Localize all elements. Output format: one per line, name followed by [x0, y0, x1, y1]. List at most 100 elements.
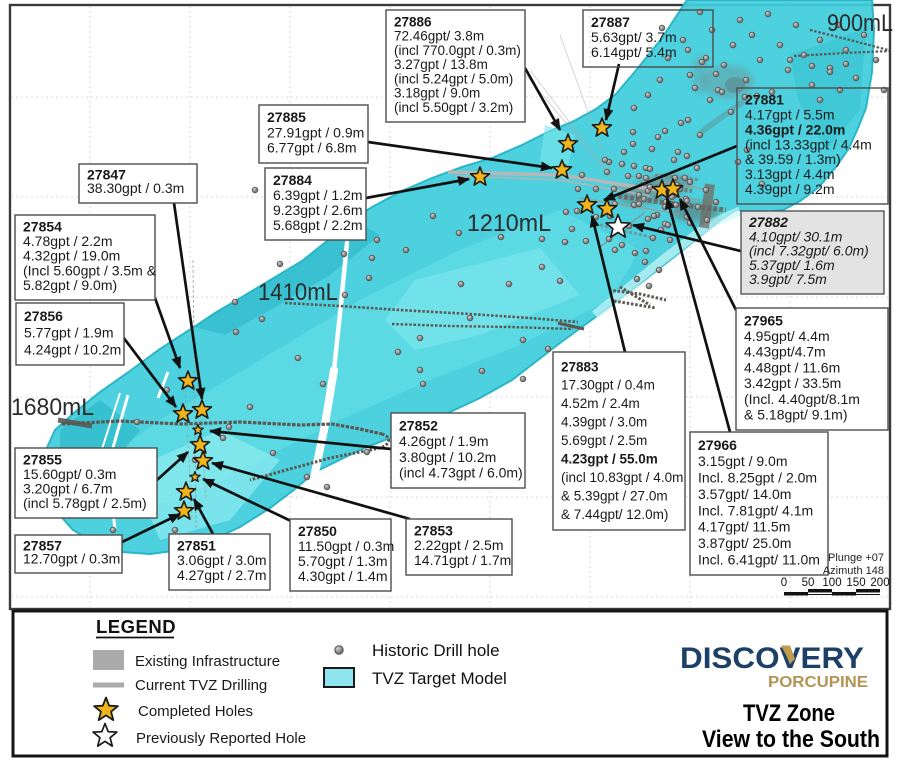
svg-text:200: 200: [870, 577, 889, 589]
svg-text:& 5.39gpt / 27.0m: & 5.39gpt / 27.0m: [561, 488, 668, 503]
svg-text:Incl. 6.41gpt/ 11.0m: Incl. 6.41gpt/ 11.0m: [698, 551, 820, 567]
svg-text:3.18gpt / 9.0m: 3.18gpt / 9.0m: [394, 86, 480, 101]
svg-text:3.15gpt / 9.0m: 3.15gpt / 9.0m: [698, 453, 788, 469]
svg-text:17.30gpt / 0.4m: 17.30gpt / 0.4m: [561, 378, 655, 393]
svg-text:72.46gpt/ 3.8m: 72.46gpt/ 3.8m: [394, 29, 484, 44]
svg-text:4.36gpt / 22.0m: 4.36gpt / 22.0m: [745, 121, 845, 137]
svg-text:Azimuth 148: Azimuth 148: [823, 565, 884, 577]
svg-text:(incl 4.73gpt / 6.0m): (incl 4.73gpt / 6.0m): [399, 465, 523, 481]
svg-text:Historic Drill hole: Historic Drill hole: [372, 641, 500, 660]
svg-text:& 7.44gpt/ 12.0m): & 7.44gpt/ 12.0m): [561, 507, 668, 522]
svg-text:900mL: 900mL: [827, 10, 893, 37]
svg-text:3.20gpt / 6.7m: 3.20gpt / 6.7m: [23, 480, 113, 496]
svg-text:(Incl 5.60gpt / 3.5m &: (Incl 5.60gpt / 3.5m &: [23, 262, 157, 278]
svg-text:27853: 27853: [414, 523, 453, 539]
svg-text:9.23gpt / 2.6m: 9.23gpt / 2.6m: [273, 202, 363, 218]
svg-text:27855: 27855: [23, 451, 62, 467]
svg-text:4.39gpt / 3.0m: 4.39gpt / 3.0m: [561, 415, 647, 430]
svg-text:(incl 5.78gpt / 2.5m): (incl 5.78gpt / 2.5m): [23, 495, 147, 511]
svg-text:27850: 27850: [298, 523, 337, 539]
svg-text:LEGEND: LEGEND: [96, 616, 176, 637]
svg-text:1210mL: 1210mL: [467, 210, 551, 237]
svg-text:4.52m / 2.4m: 4.52m / 2.4m: [561, 396, 640, 411]
svg-text:(incl 7.32gpt/ 6.0m): (incl 7.32gpt/ 6.0m): [749, 243, 869, 259]
svg-text:4.17gpt/ 11.5m: 4.17gpt/ 11.5m: [698, 519, 790, 535]
svg-text:3.87gpt/ 25.0m: 3.87gpt/ 25.0m: [698, 535, 791, 551]
svg-text:27883: 27883: [561, 359, 599, 374]
svg-text:Previously Reported Hole: Previously Reported Hole: [136, 730, 306, 747]
svg-text:27856: 27856: [24, 308, 63, 324]
svg-text:27966: 27966: [698, 437, 737, 453]
svg-text:27851: 27851: [177, 538, 216, 554]
svg-text:4.17gpt / 5.5m: 4.17gpt / 5.5m: [745, 107, 835, 123]
svg-text:15.60gpt/ 0.3m: 15.60gpt/ 0.3m: [23, 466, 116, 482]
svg-text:Current TVZ Drilling: Current TVZ Drilling: [135, 677, 267, 694]
svg-text:(incl 13.33gpt / 4.4m: (incl 13.33gpt / 4.4m: [745, 136, 872, 152]
svg-text:5.63gpt/ 3.7m: 5.63gpt/ 3.7m: [591, 29, 677, 45]
svg-text:27884: 27884: [273, 172, 312, 188]
svg-text:4.32gpt / 19.0m: 4.32gpt / 19.0m: [23, 248, 120, 264]
svg-text:4.27gpt / 2.7m: 4.27gpt / 2.7m: [177, 567, 267, 583]
svg-text:6.77gpt / 6.8m: 6.77gpt / 6.8m: [267, 140, 357, 156]
svg-text:5.70gpt / 1.3m: 5.70gpt / 1.3m: [298, 553, 388, 569]
svg-text:2.22gpt / 2.5m: 2.22gpt / 2.5m: [414, 537, 504, 553]
svg-text:3.80gpt / 10.2m: 3.80gpt / 10.2m: [399, 449, 496, 465]
svg-text:3.06gpt / 3.0m: 3.06gpt / 3.0m: [177, 552, 267, 568]
svg-text:27881: 27881: [745, 92, 784, 108]
svg-text:1680mL: 1680mL: [11, 394, 94, 421]
svg-text:Incl. 7.81gpt/ 4.1m: Incl. 7.81gpt/ 4.1m: [698, 502, 813, 518]
svg-text:27852: 27852: [399, 417, 438, 433]
svg-text:38.30gpt / 0.3m: 38.30gpt / 0.3m: [87, 180, 184, 196]
svg-text:0: 0: [781, 577, 787, 589]
svg-text:50: 50: [802, 577, 815, 589]
svg-text:27886: 27886: [394, 14, 432, 29]
svg-text:(incl 770.0gpt / 0.3m): (incl 770.0gpt / 0.3m): [394, 43, 521, 58]
svg-text:27882: 27882: [748, 214, 788, 230]
svg-text:Existing Infrastructure: Existing Infrastructure: [135, 653, 280, 670]
svg-text:4.10gpt/ 30.1m: 4.10gpt/ 30.1m: [749, 228, 843, 244]
svg-text:150: 150: [846, 577, 865, 589]
svg-text:(incl 5.50gpt / 3.2m): (incl 5.50gpt / 3.2m): [394, 100, 513, 115]
svg-text:3.9gpt/ 7.5m: 3.9gpt/ 7.5m: [749, 271, 827, 287]
svg-text:TVZ Target Model: TVZ Target Model: [372, 669, 507, 688]
svg-text:4.23gpt / 55.0m: 4.23gpt / 55.0m: [561, 452, 658, 467]
svg-text:5.82gpt / 9.0m): 5.82gpt / 9.0m): [23, 277, 117, 293]
svg-text:27854: 27854: [23, 219, 62, 235]
svg-text:6.14gpt/ 5.4m: 6.14gpt/ 5.4m: [591, 44, 677, 60]
svg-text:3.57gpt/ 14.0m: 3.57gpt/ 14.0m: [698, 486, 791, 502]
svg-text:View to the South: View to the South: [702, 726, 880, 753]
svg-text:Plunge +07: Plunge +07: [828, 552, 884, 564]
svg-text:& 5.18gpt/ 9.1m): & 5.18gpt/ 9.1m): [744, 407, 848, 423]
svg-text:5.77gpt / 1.9m: 5.77gpt / 1.9m: [24, 325, 114, 341]
svg-text:27847: 27847: [87, 167, 126, 183]
svg-text:5.68gpt / 2.2m: 5.68gpt / 2.2m: [273, 217, 363, 233]
svg-text:(incl 5.24gpt / 5.0m): (incl 5.24gpt / 5.0m): [394, 71, 513, 86]
svg-text:PORCUPINE: PORCUPINE: [768, 674, 868, 691]
svg-text:4.78gpt / 2.2m: 4.78gpt / 2.2m: [23, 233, 113, 249]
svg-text:4.48gpt / 11.6m: 4.48gpt / 11.6m: [744, 360, 840, 376]
svg-text:11.50gpt / 0.3m: 11.50gpt / 0.3m: [298, 538, 394, 554]
svg-text:27887: 27887: [591, 14, 630, 30]
svg-text:4.30gpt / 1.4m: 4.30gpt / 1.4m: [298, 568, 388, 584]
svg-text:27.91gpt / 0.9m: 27.91gpt / 0.9m: [267, 124, 364, 140]
svg-text:4.43gpt/4.7m: 4.43gpt/4.7m: [744, 344, 826, 360]
svg-text:(incl 10.83gpt / 4.0m: (incl 10.83gpt / 4.0m: [561, 470, 683, 485]
svg-text:4.24gpt / 10.2m: 4.24gpt / 10.2m: [24, 341, 121, 357]
svg-text:27965: 27965: [744, 312, 783, 328]
svg-text:100: 100: [822, 577, 841, 589]
svg-text:& 39.59 / 1.3m): & 39.59 / 1.3m): [745, 151, 841, 167]
svg-text:3.13gpt / 4.4m: 3.13gpt / 4.4m: [745, 166, 835, 182]
svg-text:5.69gpt / 2.5m: 5.69gpt / 2.5m: [561, 433, 647, 448]
svg-text:27885: 27885: [267, 109, 306, 125]
svg-text:4.95gpt/ 4.4m: 4.95gpt/ 4.4m: [744, 328, 830, 344]
svg-text:5.37gpt/ 1.6m: 5.37gpt/ 1.6m: [749, 257, 835, 273]
svg-text:TVZ Zone: TVZ Zone: [743, 700, 835, 727]
svg-text:DISCOVERY: DISCOVERY: [680, 642, 864, 675]
svg-text:3.27gpt / 13.8m: 3.27gpt / 13.8m: [394, 57, 488, 72]
svg-text:Incl. 8.25gpt / 2.0m: Incl. 8.25gpt / 2.0m: [698, 470, 817, 486]
svg-text:14.71gpt / 1.7m: 14.71gpt / 1.7m: [414, 552, 511, 568]
svg-text:27857: 27857: [23, 537, 62, 553]
svg-text:3.42gpt / 33.5m: 3.42gpt / 33.5m: [744, 375, 841, 391]
svg-text:6.39gpt / 1.2m: 6.39gpt / 1.2m: [273, 187, 363, 203]
svg-text:1410mL: 1410mL: [258, 279, 338, 306]
